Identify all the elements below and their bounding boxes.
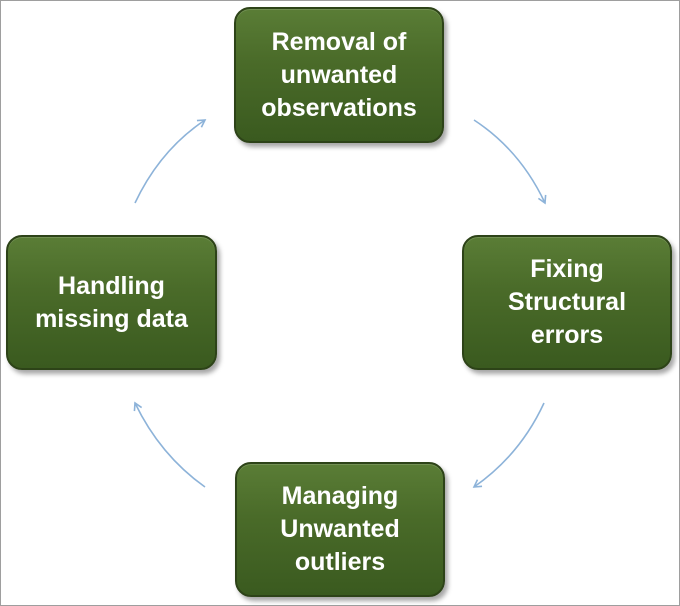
step-label-line: Handling — [58, 271, 165, 300]
step-label-line: errors — [530, 321, 604, 349]
step-label-line: Removal of — [271, 27, 407, 56]
step-label-line: Fixing — [530, 255, 604, 283]
step-label-line: Structural — [507, 288, 627, 316]
step-label-line: observations — [261, 93, 417, 122]
step-managing-unwanted-outliers: Managing Unwanted outliers — [235, 462, 445, 597]
step-label-line: Unwanted — [280, 515, 400, 543]
step-fixing-structural-errors: Fixing Structural errors — [462, 235, 672, 370]
step-handling-missing-data: Handling missing data — [6, 235, 217, 370]
step-removal-of-unwanted-observations: Removal of unwanted observations — [234, 7, 444, 143]
step-label-line: unwanted — [280, 60, 398, 89]
step-label-line: outliers — [294, 548, 386, 576]
step-label-line: missing data — [35, 304, 188, 333]
step-label-line: Managing — [281, 482, 399, 510]
